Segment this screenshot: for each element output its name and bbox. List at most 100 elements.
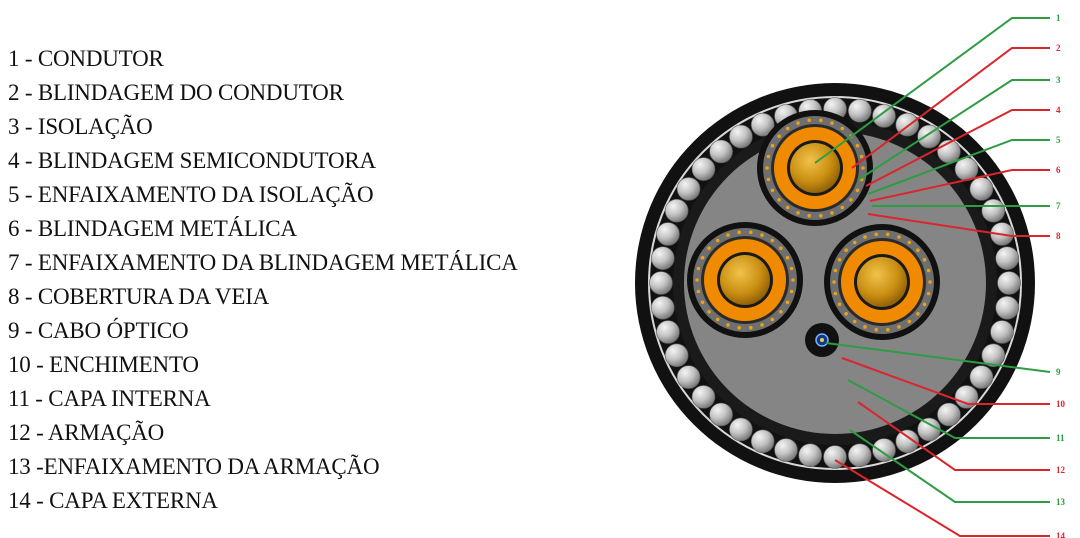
callout-number: 12 — [1056, 465, 1066, 475]
armor-wire — [995, 295, 1020, 320]
screen-wire — [760, 323, 764, 327]
screen-wire — [695, 278, 699, 282]
screen-wire — [766, 177, 771, 182]
callout-line — [865, 109, 1050, 187]
screen-wire — [830, 211, 834, 215]
screen-wire — [840, 205, 845, 210]
screen-wire — [874, 327, 878, 332]
armor-wire — [937, 402, 961, 427]
screen-wire — [833, 268, 838, 273]
armor-wire — [664, 343, 689, 368]
legend-item: 7 - ENFAIXAMENTO DA BLINDAGEM METÁLICA — [8, 250, 518, 275]
armor-wire — [872, 104, 896, 128]
screen-wire — [807, 213, 811, 218]
callout-number: 13 — [1056, 497, 1066, 507]
power-core — [824, 224, 940, 340]
screen-wire — [928, 280, 932, 284]
callout-number: 8 — [1056, 231, 1061, 241]
power-core — [757, 110, 873, 226]
screen-wire — [737, 325, 741, 330]
legend-item: 2 - BLINDAGEM DO CONDUTOR — [8, 80, 344, 105]
armor-wire — [872, 438, 896, 462]
armor-wire — [650, 246, 675, 271]
screen-wire — [770, 317, 775, 322]
armor-wire — [691, 385, 716, 409]
screen-wire — [791, 278, 795, 282]
callout-line — [814, 17, 1050, 164]
callout-line — [841, 357, 1050, 405]
callout-number: 11 — [1056, 433, 1065, 443]
screen-wire — [785, 300, 790, 305]
screen-wire — [770, 188, 775, 193]
screen-wire — [844, 248, 848, 252]
armor-wire — [997, 271, 1021, 295]
callout-number: 10 — [1056, 399, 1066, 409]
armor-wire — [729, 124, 753, 149]
screen-wire — [700, 255, 705, 260]
screen-wire — [777, 198, 781, 202]
armor-wire — [798, 443, 823, 468]
screen-wire — [852, 240, 857, 245]
screen-wire — [863, 235, 867, 239]
screen-wire — [837, 302, 842, 307]
armor-wire — [664, 198, 689, 223]
screen-wire — [819, 118, 823, 123]
callout-line — [851, 47, 1050, 169]
legend-item: 4 - BLINDAGEM SEMICONDUTORA — [8, 148, 376, 173]
conductor — [720, 255, 770, 305]
screen-wire — [863, 325, 867, 329]
screen-wire — [897, 235, 901, 239]
legend-item: 14 - CAPA EXTERNA — [8, 488, 218, 513]
screen-wire — [779, 246, 783, 250]
screen-wire — [796, 211, 800, 215]
screen-wire — [766, 154, 771, 159]
screen-wire — [785, 205, 790, 210]
screen-wire — [833, 291, 838, 296]
screen-wire — [707, 310, 711, 314]
screen-wire — [785, 126, 790, 131]
armor-bedding — [648, 96, 1022, 470]
armor-wire — [676, 177, 701, 201]
callout-number: 7 — [1056, 201, 1061, 211]
power-core — [687, 222, 803, 338]
callout-line — [867, 139, 1050, 195]
legend-item: 8 - COBERTURA DA VEIA — [8, 284, 270, 309]
armor-wire — [649, 271, 673, 295]
screen-wire — [907, 240, 912, 245]
screen-wire — [837, 257, 842, 262]
screen-wire — [907, 319, 912, 324]
screen-wire — [916, 312, 920, 316]
legend-item: 11 - CAPA INTERNA — [8, 386, 211, 411]
armor-wire — [656, 320, 680, 344]
callout-number: 4 — [1056, 105, 1061, 115]
armor-wire — [847, 443, 872, 468]
screen-wire — [849, 198, 853, 202]
legend-item: 3 - ISOLAÇÃO — [8, 114, 153, 139]
screen-wire — [819, 213, 823, 218]
screen-wire — [726, 233, 730, 237]
screen-wire — [840, 126, 845, 131]
armor-wire — [750, 112, 775, 137]
screen-wire — [789, 289, 794, 294]
armor-wire — [750, 429, 775, 454]
screen-wire — [779, 310, 783, 314]
armor-wire — [954, 385, 979, 409]
screen-wire — [897, 325, 901, 329]
screen-wire — [715, 317, 720, 322]
legend-item: 6 - BLINDAGEM METÁLICA — [8, 216, 297, 241]
conductor — [857, 257, 907, 307]
screen-wire — [874, 232, 878, 237]
armor-wire — [895, 429, 920, 454]
armor-wire — [676, 365, 701, 389]
callout-number: 9 — [1056, 367, 1061, 377]
screen-wire — [861, 166, 865, 170]
screen-wire — [696, 266, 701, 271]
legend-item: 1 - CONDUTOR — [8, 46, 164, 71]
screen-wire — [737, 230, 741, 235]
screen-wire — [859, 154, 864, 159]
callout-line — [847, 379, 1050, 439]
callout-line — [849, 429, 1050, 503]
callout-line — [825, 342, 1051, 373]
armor-wire — [969, 177, 994, 201]
